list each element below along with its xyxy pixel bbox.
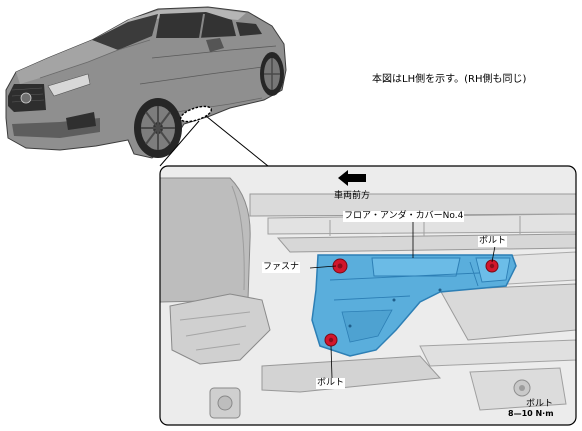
detail-panel-border [159,165,577,426]
floor-cover-label: フロア・アンダ・カバーNo.4 [343,211,465,222]
fastener-label: ファスナ [262,262,301,273]
bolt-top-marker [485,259,499,273]
leader-line-right [205,115,269,167]
figure-note: 本図はLH側を示す。(RH側も同じ) [372,74,527,85]
bolt-torque-label: ボルト [526,399,554,409]
leader-line-left [159,120,200,167]
torque-spec: 8—10 N·m [508,409,554,418]
bolt-bottom-marker [324,333,338,347]
bolt-top-label: ボルト [478,236,508,247]
floor-under-cover-part [311,254,517,357]
car-illustration [5,6,287,159]
bolt-bottom-label: ボルト [316,378,346,389]
underbody-illustration [160,177,576,419]
direction-label: 車両前方 [334,191,371,201]
fastener-marker [332,258,348,274]
forward-arrow-icon [338,170,366,186]
